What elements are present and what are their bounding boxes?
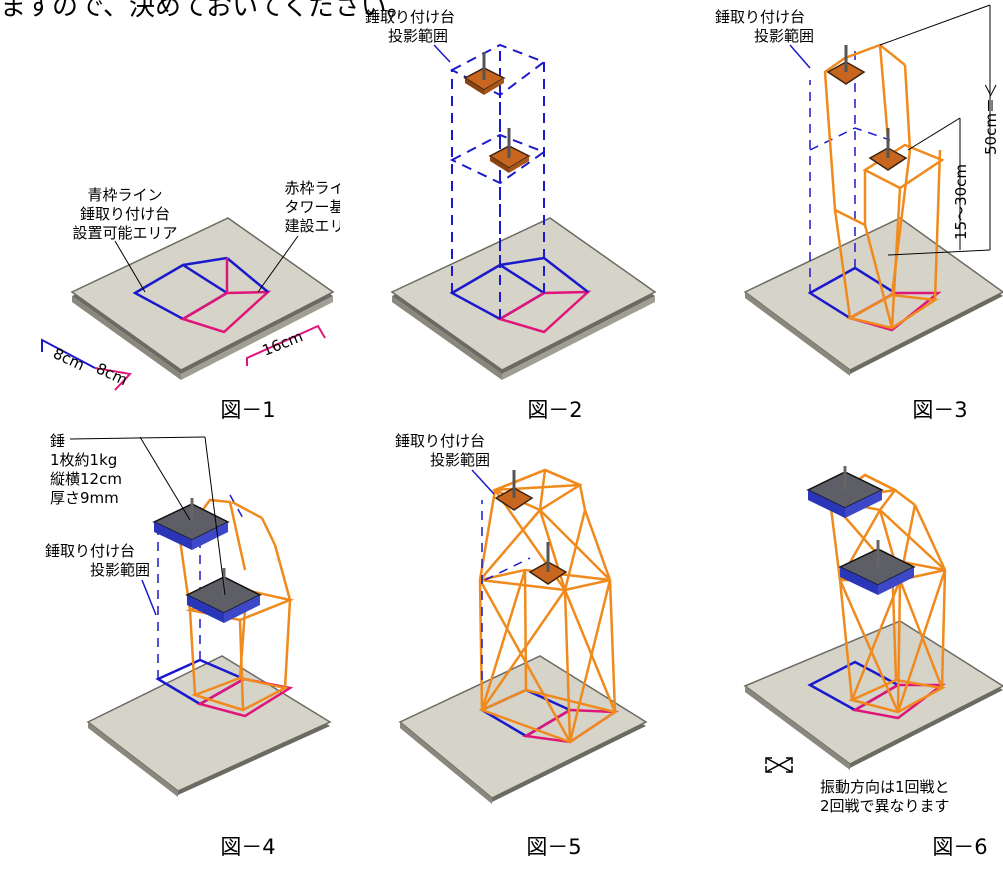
- svg-text:錘取り付け台: 錘取り付け台: [365, 8, 455, 26]
- svg-text:錘: 錘: [50, 432, 65, 450]
- dimension-8cm-blue: 8cm: [41, 338, 96, 374]
- svg-text:青枠ライン: 青枠ライン: [87, 186, 162, 204]
- svg-text:投影範囲: 投影範囲: [90, 561, 150, 579]
- vibration-note-line-2: 2回戦で異なります: [820, 797, 950, 815]
- figure-4-caption: 図－4: [220, 835, 275, 859]
- weight-mount-upper: [463, 52, 506, 95]
- weight-label: 錘 1枚約1kg 縦横12cm 厚さ9mm: [50, 432, 226, 596]
- svg-text:建設エリア: 建設エリア: [284, 217, 340, 235]
- height-dimensions: [879, 4, 991, 256]
- svg-text:8cm: 8cm: [93, 359, 130, 389]
- figure-3: 錘取り付け台 投影範囲 15～30cm 50cm＝＜ 図－3: [715, 4, 1003, 422]
- weight-mount-lower: [868, 128, 908, 171]
- weight-stack-lower: [185, 568, 262, 623]
- base-plate: [743, 620, 1003, 770]
- dimension-50cm: 50cm＝＜: [982, 83, 1000, 155]
- svg-text:錘取り付け台: 錘取り付け台: [715, 8, 805, 26]
- projection-label: 錘取り付け台 投影範囲: [395, 432, 495, 495]
- vibration-note-line-1: 振動方向は1回戦と: [820, 778, 950, 796]
- tower-frame: [823, 43, 945, 330]
- figure-2-caption: 図－2: [527, 398, 582, 422]
- svg-text:設置可能エリア: 設置可能エリア: [72, 224, 177, 242]
- svg-text:1枚約1kg: 1枚約1kg: [50, 451, 117, 469]
- base-plate: [743, 217, 1003, 376]
- base-plate: [398, 655, 648, 804]
- svg-text:投影範囲: 投影範囲: [388, 27, 448, 45]
- base-plate: [86, 655, 332, 797]
- figure-2: 錘取り付け台 投影範囲 図－2: [365, 8, 657, 422]
- projection-label: 錘取り付け台 投影範囲: [45, 542, 157, 616]
- vibration-direction-icon: [765, 757, 793, 773]
- svg-text:タワー基礎: タワー基礎: [284, 198, 340, 216]
- weight-stack-upper: [152, 498, 230, 550]
- dimension-8cm-pink: 8cm: [93, 359, 133, 391]
- weight-mount-upper: [494, 470, 534, 511]
- tower-truss: [478, 468, 619, 744]
- dimension-15-30cm: 15～30cm: [952, 164, 970, 240]
- figure-1-caption: 図－1: [220, 398, 275, 422]
- weight-mount-upper: [826, 45, 866, 85]
- svg-text:縦横12cm: 縦横12cm: [50, 470, 122, 488]
- projection-dashed: [809, 50, 891, 293]
- figure-5: 錘取り付け台 投影範囲 図－5: [395, 432, 648, 859]
- base-plate: [390, 217, 657, 380]
- projection-dashed: [481, 500, 531, 680]
- weight-stack-lower: [838, 540, 916, 595]
- projection-label: 錘取り付け台 投影範囲: [365, 8, 455, 63]
- base-plate: [70, 217, 335, 380]
- svg-text:投影範囲: 投影範囲: [430, 451, 490, 469]
- svg-text:錘取り付け台: 錘取り付け台: [45, 542, 135, 560]
- svg-text:赤枠ライン: 赤枠ライン: [284, 179, 340, 197]
- svg-text:投影範囲: 投影範囲: [754, 27, 814, 45]
- weight-stack-upper: [806, 466, 884, 518]
- figure-6: 振動方向は1回戦と 2回戦で異なります 図－6: [743, 466, 1003, 859]
- svg-text:錘取り付け台: 錘取り付け台: [80, 205, 170, 223]
- figure-5-caption: 図－5: [526, 835, 581, 859]
- figure-1: 青枠ライン 錘取り付け台 設置可能エリア 赤枠ライン タワー基礎 建設エリア 8…: [41, 179, 340, 422]
- blue-frame-label: 青枠ライン 錘取り付け台 設置可能エリア: [72, 186, 178, 293]
- weight-mount-lower: [488, 128, 531, 173]
- figure-3-caption: 図－3: [912, 398, 967, 422]
- red-frame-label: 赤枠ライン タワー基礎 建設エリア: [257, 179, 340, 293]
- top-text-fragment: ますので、決めておいてください。: [0, 0, 413, 22]
- projection-label: 錘取り付け台 投影範囲: [715, 8, 814, 69]
- svg-text:厚さ9mm: 厚さ9mm: [50, 489, 119, 507]
- svg-text:錘取り付け台: 錘取り付け台: [395, 432, 485, 450]
- figure-4: 錘 1枚約1kg 縦横12cm 厚さ9mm 錘取り付け台 投影範囲 図－4: [45, 432, 332, 859]
- figure-6-caption: 図－6: [932, 835, 987, 859]
- weight-mount-lower: [528, 542, 568, 585]
- pink-frame: [196, 677, 294, 718]
- svg-text:8cm: 8cm: [50, 344, 87, 374]
